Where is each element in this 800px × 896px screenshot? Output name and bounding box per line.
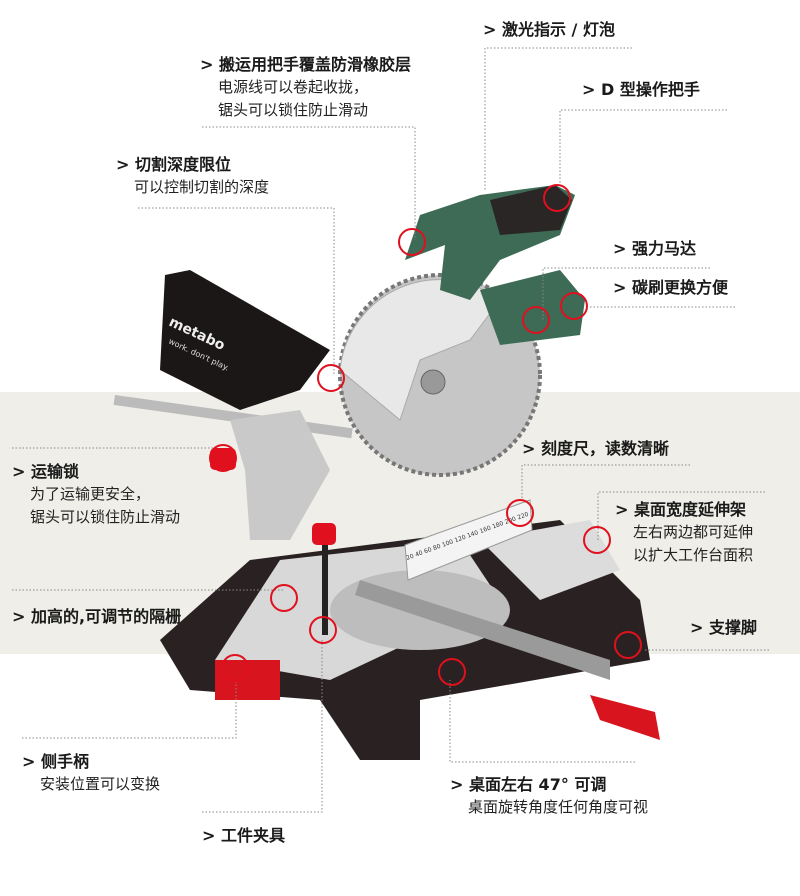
dust-bag	[160, 270, 330, 410]
feature-title: 搬运用把手覆盖防滑橡胶层	[200, 53, 411, 76]
highlight-circle	[560, 292, 588, 320]
feature-desc: 安装位置可以变换	[40, 775, 161, 793]
feature-title: 刻度尺，读数清晰	[522, 437, 669, 460]
highlight-circle	[309, 616, 337, 644]
highlight-circle	[543, 184, 571, 212]
feature-desc: 桌面旋转角度任何角度可视	[468, 798, 649, 816]
saw-arm	[230, 410, 330, 540]
feature-desc: 锯头可以锁住防止滑动	[30, 508, 181, 526]
feature-title: 加高的,可调节的隔栅	[12, 605, 181, 628]
clamp-knob	[312, 523, 336, 545]
feature-desc: 为了运输更安全，	[30, 485, 151, 503]
highlight-circle	[438, 658, 466, 686]
highlight-circles	[209, 184, 642, 686]
highlight-circle	[209, 444, 237, 472]
highlight-circle	[614, 631, 642, 659]
feature-motor: 强力马达	[613, 237, 696, 260]
feature-desc: 左右两边都可延伸	[633, 523, 754, 541]
feature-title: 激光指示 / 灯泡	[483, 18, 615, 41]
feature-title: 碳刷更换方便	[613, 276, 728, 299]
feature-desc: 电源线可以卷起收拢，	[218, 78, 369, 96]
feature-carbon-brush: 碳刷更换方便	[613, 276, 728, 299]
feature-d-handle: D 型操作把手	[582, 78, 700, 101]
feature-title: 运输锁	[12, 460, 180, 483]
feature-desc: 可以控制切割的深度	[134, 178, 270, 196]
feature-title: 支撑脚	[690, 616, 757, 639]
feature-support-foot: 支撑脚	[690, 616, 757, 639]
feature-title: 切割深度限位	[116, 153, 269, 176]
handle-grip	[490, 185, 572, 235]
highlight-circle	[398, 228, 426, 256]
feature-scale: 刻度尺，读数清晰	[522, 437, 669, 460]
feature-desc: 以扩大工作台面积	[633, 546, 754, 564]
leader-lines	[12, 47, 770, 813]
feature-workpiece-clamp: 工件夹具	[202, 824, 285, 847]
clamp-rod	[322, 545, 328, 635]
highlight-circle	[583, 526, 611, 554]
feature-laser-light: 激光指示 / 灯泡	[483, 18, 615, 41]
fence-extension	[355, 580, 610, 680]
side-handle	[590, 695, 660, 740]
highlight-circle	[522, 306, 550, 334]
feature-fence: 加高的,可调节的隔栅	[12, 605, 181, 628]
highlight-circle	[270, 584, 298, 612]
feature-title: 工件夹具	[202, 824, 285, 847]
transport-lock-knob	[210, 448, 236, 470]
feature-desc: 锯头可以锁住防止滑动	[218, 101, 369, 119]
feature-title: 侧手柄	[22, 750, 160, 773]
feature-title: 桌面宽度延伸架	[615, 498, 753, 521]
feature-title: 强力马达	[613, 237, 696, 260]
highlight-circle	[221, 654, 249, 682]
feature-title: 桌面左右 47° 可调	[450, 773, 648, 796]
feature-title: D 型操作把手	[582, 78, 700, 101]
miter-scale	[404, 499, 533, 581]
highlight-circle	[317, 364, 345, 392]
blade-arbor	[420, 369, 446, 395]
highlight-circle	[506, 499, 534, 527]
